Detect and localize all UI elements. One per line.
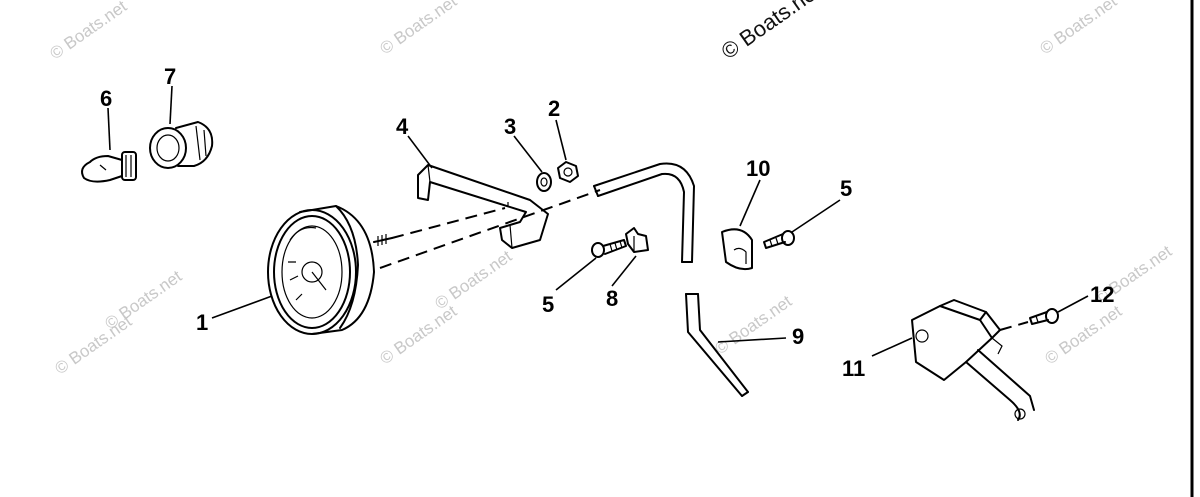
shield-part (721, 228, 753, 271)
watermark: © Boats.net (711, 291, 795, 358)
callout-1: 1 (196, 310, 208, 335)
watermarks: © Boats.net © Boats.net © Boats.net © Bo… (46, 0, 1175, 378)
switch-part (911, 299, 1035, 421)
watermark: © Boats.net (431, 246, 515, 313)
screw-part (999, 308, 1059, 331)
leader-lines (107, 85, 1089, 357)
callout-12: 12 (1090, 282, 1114, 307)
watermark: © Boats.net (101, 266, 185, 333)
callout-5-left: 5 (542, 292, 554, 317)
callout-4: 4 (396, 114, 409, 139)
callout-9: 9 (792, 324, 804, 349)
clip-part (625, 227, 649, 253)
watermark: © Boats.net (1041, 301, 1125, 368)
callout-5-right: 5 (840, 176, 852, 201)
bracket-part (417, 164, 549, 249)
alignment-line (391, 207, 506, 239)
callout-7: 7 (164, 64, 176, 89)
callout-11: 11 (842, 356, 865, 381)
watermark: © Boats.net (46, 0, 130, 63)
callout-6: 6 (100, 86, 112, 111)
watermark: © Boats.net (1036, 0, 1120, 58)
callouts: 6 7 4 3 2 1 5 8 10 5 9 11 12 (100, 64, 1114, 381)
screw-part (591, 239, 627, 258)
bulb-socket-part (149, 121, 214, 169)
nut-part (557, 161, 579, 183)
alignment-line (379, 189, 601, 269)
callout-10: 10 (746, 156, 770, 181)
callout-2: 2 (548, 96, 560, 121)
callout-8: 8 (606, 286, 618, 311)
bulb-part (81, 151, 137, 183)
washer-part (536, 172, 552, 192)
callout-3: 3 (504, 114, 516, 139)
tube-part (593, 162, 749, 397)
watermark: © Boats.net (376, 301, 460, 368)
screw-part (763, 230, 795, 249)
watermark: © Boats.net (376, 0, 460, 58)
gauge-part (267, 205, 393, 335)
watermark: © Boats.net (717, 0, 826, 64)
